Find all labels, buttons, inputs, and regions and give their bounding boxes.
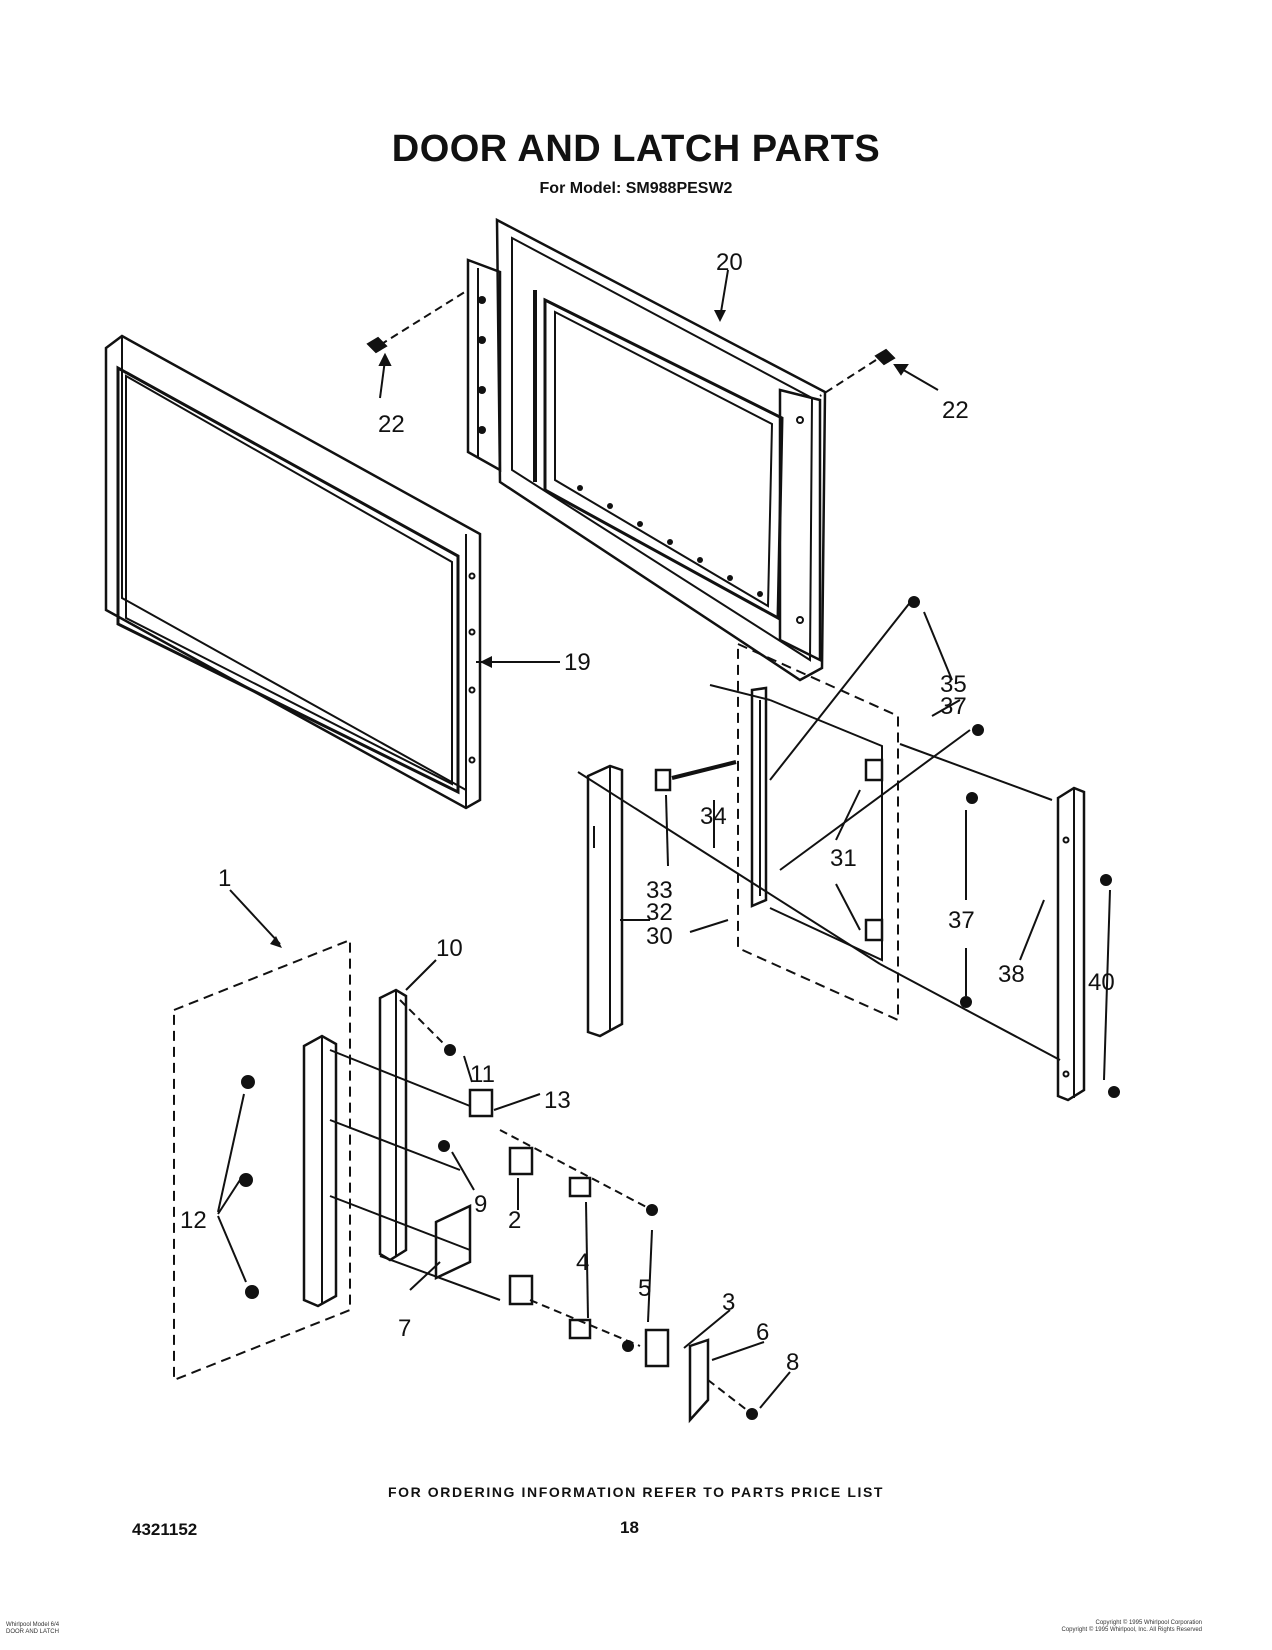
callout-3: 3: [722, 1289, 735, 1316]
callout-30: 30: [646, 923, 673, 950]
callout-11: 11: [470, 1061, 495, 1088]
callout-19: 19: [564, 649, 591, 676]
callout-34: 34: [700, 803, 727, 830]
callout-22-left: 22: [378, 411, 405, 438]
callout-2: 2: [508, 1207, 521, 1234]
strip-38: [1056, 786, 1086, 1102]
callout-37-top: 37: [940, 693, 967, 720]
fine-print-left: Whirlpool Model 6/4 DOOR AND LATCH: [6, 1622, 60, 1635]
callout-labels: 20 22 22 19 35 37 34 33 32 30 31 37 38 4…: [180, 249, 1115, 1376]
callout-1: 1: [218, 865, 231, 892]
latch-bracket-10: [378, 959, 437, 1262]
callout-8: 8: [786, 1349, 799, 1376]
callout-35: 35: [940, 671, 967, 698]
model-subtitle: For Model: SM988PESW2: [539, 180, 733, 197]
callout-9: 9: [474, 1191, 487, 1218]
page-title: DOOR AND LATCH PARTS: [391, 128, 881, 170]
fine-print-right: Copyright © 1995 Whirlpool Corporation C…: [1061, 1620, 1202, 1633]
callout-31: 31: [830, 845, 857, 872]
screws-35-37: [908, 596, 1120, 1098]
leaders-lower: [217, 1055, 791, 1409]
latch-backing-plate-30: [577, 599, 1061, 1061]
callout-12: 12: [180, 1207, 207, 1234]
callout-32: 32: [646, 899, 673, 926]
screw-22-right: [819, 348, 939, 397]
latch-33: [654, 768, 672, 792]
spring-34: [671, 760, 737, 780]
door-choke-frame-20: [466, 217, 827, 682]
callout-37-mid: 37: [948, 907, 975, 934]
document-number: 4321152: [132, 1520, 198, 1539]
callout-40: 40: [1088, 969, 1115, 996]
page-number: 18: [620, 1518, 639, 1537]
callout-22-right: 22: [942, 397, 969, 424]
callout-4: 4: [576, 1249, 589, 1276]
door-panel-19: [104, 334, 560, 810]
callout-33: 33: [646, 877, 673, 904]
screw-22-left: [366, 289, 469, 399]
latch-cams-31: [864, 758, 884, 942]
ordering-note: FOR ORDERING INFORMATION REFER TO PARTS …: [387, 1484, 885, 1500]
callout-7: 7: [398, 1315, 411, 1342]
callout-38: 38: [998, 961, 1025, 988]
callout-6: 6: [756, 1319, 769, 1346]
callout-20: 20: [716, 249, 743, 276]
screws-12: [239, 1075, 259, 1299]
latch-frame: [302, 1034, 501, 1308]
callout-10: 10: [436, 935, 463, 962]
callout-5: 5: [638, 1275, 651, 1302]
leaders-upper-right: [620, 611, 1111, 1081]
trim-strip-32: [586, 764, 624, 1038]
callout-13: 13: [544, 1087, 571, 1114]
small-parts: [399, 999, 758, 1424]
mounting-plate-1: [173, 889, 351, 1382]
